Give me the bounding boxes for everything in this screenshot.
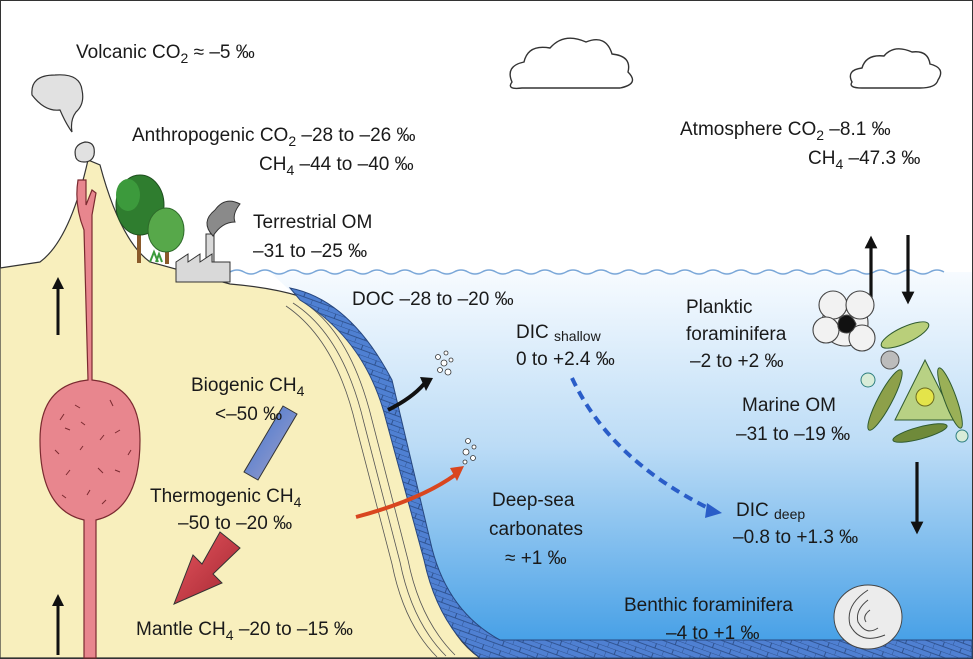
svg-text:Anthropogenic CO2 –28 to –26 ‰: Anthropogenic CO2 –28 to –26 ‰ <box>132 125 416 149</box>
volcanic-plume-icon <box>31 74 95 163</box>
svg-text:≈ +1 ‰: ≈ +1 ‰ <box>505 548 567 569</box>
svg-text:Planktic: Planktic <box>686 297 753 318</box>
terrestrial-om-label: Terrestrial OM –31 to –25 ‰ <box>253 212 372 262</box>
biogenic-seep-arrow <box>387 382 426 412</box>
planktic-label: Planktic foraminifera –2 to +2 ‰ <box>686 297 787 372</box>
dic-deep-label: DIC deep –0.8 to +1.3 ‰ <box>733 500 858 548</box>
deep-sea-carbonates-label: Deep-sea carbonates ≈ +1 ‰ <box>489 490 583 569</box>
seep-bubbles-icon <box>435 350 477 465</box>
benthic-foraminifera-icon <box>833 584 903 650</box>
svg-text:carbonates: carbonates <box>489 519 583 540</box>
svg-text:Volcanic CO2 ≈ –5 ‰: Volcanic CO2 ≈ –5 ‰ <box>76 42 255 66</box>
svg-text:DIC shallow: DIC shallow <box>516 322 602 344</box>
sea-surface <box>229 269 945 275</box>
svg-text:Deep-sea: Deep-sea <box>492 490 575 511</box>
svg-text:–0.8 to +1.3 ‰: –0.8 to +1.3 ‰ <box>733 527 858 548</box>
ocean <box>270 272 972 658</box>
svg-text:Atmosphere CO2 –8.1 ‰: Atmosphere CO2 –8.1 ‰ <box>680 119 891 143</box>
svg-text:Terrestrial OM: Terrestrial OM <box>253 212 372 233</box>
svg-text:–31 to –19 ‰: –31 to –19 ‰ <box>736 424 850 445</box>
biogenic-ch4-label: Biogenic CH4 <–50 ‰ <box>191 375 305 425</box>
phytoplankton-icon <box>860 321 969 443</box>
svg-text:<–50 ‰: <–50 ‰ <box>215 404 282 425</box>
doc-label: DOC –28 to –20 ‰ <box>352 289 514 310</box>
svg-text:Marine OM: Marine OM <box>742 395 836 416</box>
planktic-foraminifera-icon <box>812 290 876 352</box>
svg-text:Benthic foraminifera: Benthic foraminifera <box>624 595 793 616</box>
air-sea-exchange-arrows <box>864 235 924 535</box>
sediment-layers <box>285 299 456 658</box>
svg-text:CH4 –47.3 ‰: CH4 –47.3 ‰ <box>808 148 920 172</box>
svg-text:–4 to +1 ‰: –4 to +1 ‰ <box>666 623 759 644</box>
carbonate-band <box>288 287 973 659</box>
mantle-ch4-arrow <box>173 531 241 605</box>
svg-text:Mantle CH4 –20 to –15 ‰: Mantle CH4 –20 to –15 ‰ <box>136 619 353 643</box>
anthropogenic-label: Anthropogenic CO2 –28 to –26 ‰ CH4 –44 t… <box>132 125 416 178</box>
forest-icon <box>115 174 185 264</box>
svg-text:Biogenic CH4: Biogenic CH4 <box>191 375 305 399</box>
thermogenic-seep-arrow <box>355 473 457 519</box>
dic-shallow-label: DIC shallow 0 to +2.4 ‰ <box>516 322 615 370</box>
cloud-icon <box>509 37 942 90</box>
svg-text:DIC deep: DIC deep <box>736 500 805 522</box>
mantle-ch4-label: Mantle CH4 –20 to –15 ‰ <box>136 619 353 643</box>
volcanic-co2-label: Volcanic CO2 ≈ –5 ‰ <box>76 42 255 66</box>
svg-text:–31 to –25 ‰: –31 to –25 ‰ <box>253 241 367 262</box>
svg-text:CH4 –44 to –40 ‰: CH4 –44 to –40 ‰ <box>259 154 414 178</box>
thermogenic-ch4-label: Thermogenic CH4 –50 to –20 ‰ <box>150 486 302 534</box>
svg-text:–2 to +2 ‰: –2 to +2 ‰ <box>690 351 783 372</box>
biogenic-ch4-arrow <box>243 405 298 481</box>
magma-conduit <box>39 179 141 659</box>
svg-text:foraminifera: foraminifera <box>686 324 787 345</box>
benthic-label: Benthic foraminifera –4 to +1 ‰ <box>624 595 793 644</box>
svg-text:Thermogenic CH4: Thermogenic CH4 <box>150 486 302 510</box>
marine-om-label: Marine OM –31 to –19 ‰ <box>736 395 850 445</box>
dic-export-arrow <box>570 377 713 512</box>
svg-text:–50 to –20 ‰: –50 to –20 ‰ <box>178 513 292 534</box>
atmosphere-label: Atmosphere CO2 –8.1 ‰ CH4 –47.3 ‰ <box>680 119 920 172</box>
factory-icon <box>175 200 241 283</box>
svg-text:0 to +2.4 ‰: 0 to +2.4 ‰ <box>516 349 615 370</box>
